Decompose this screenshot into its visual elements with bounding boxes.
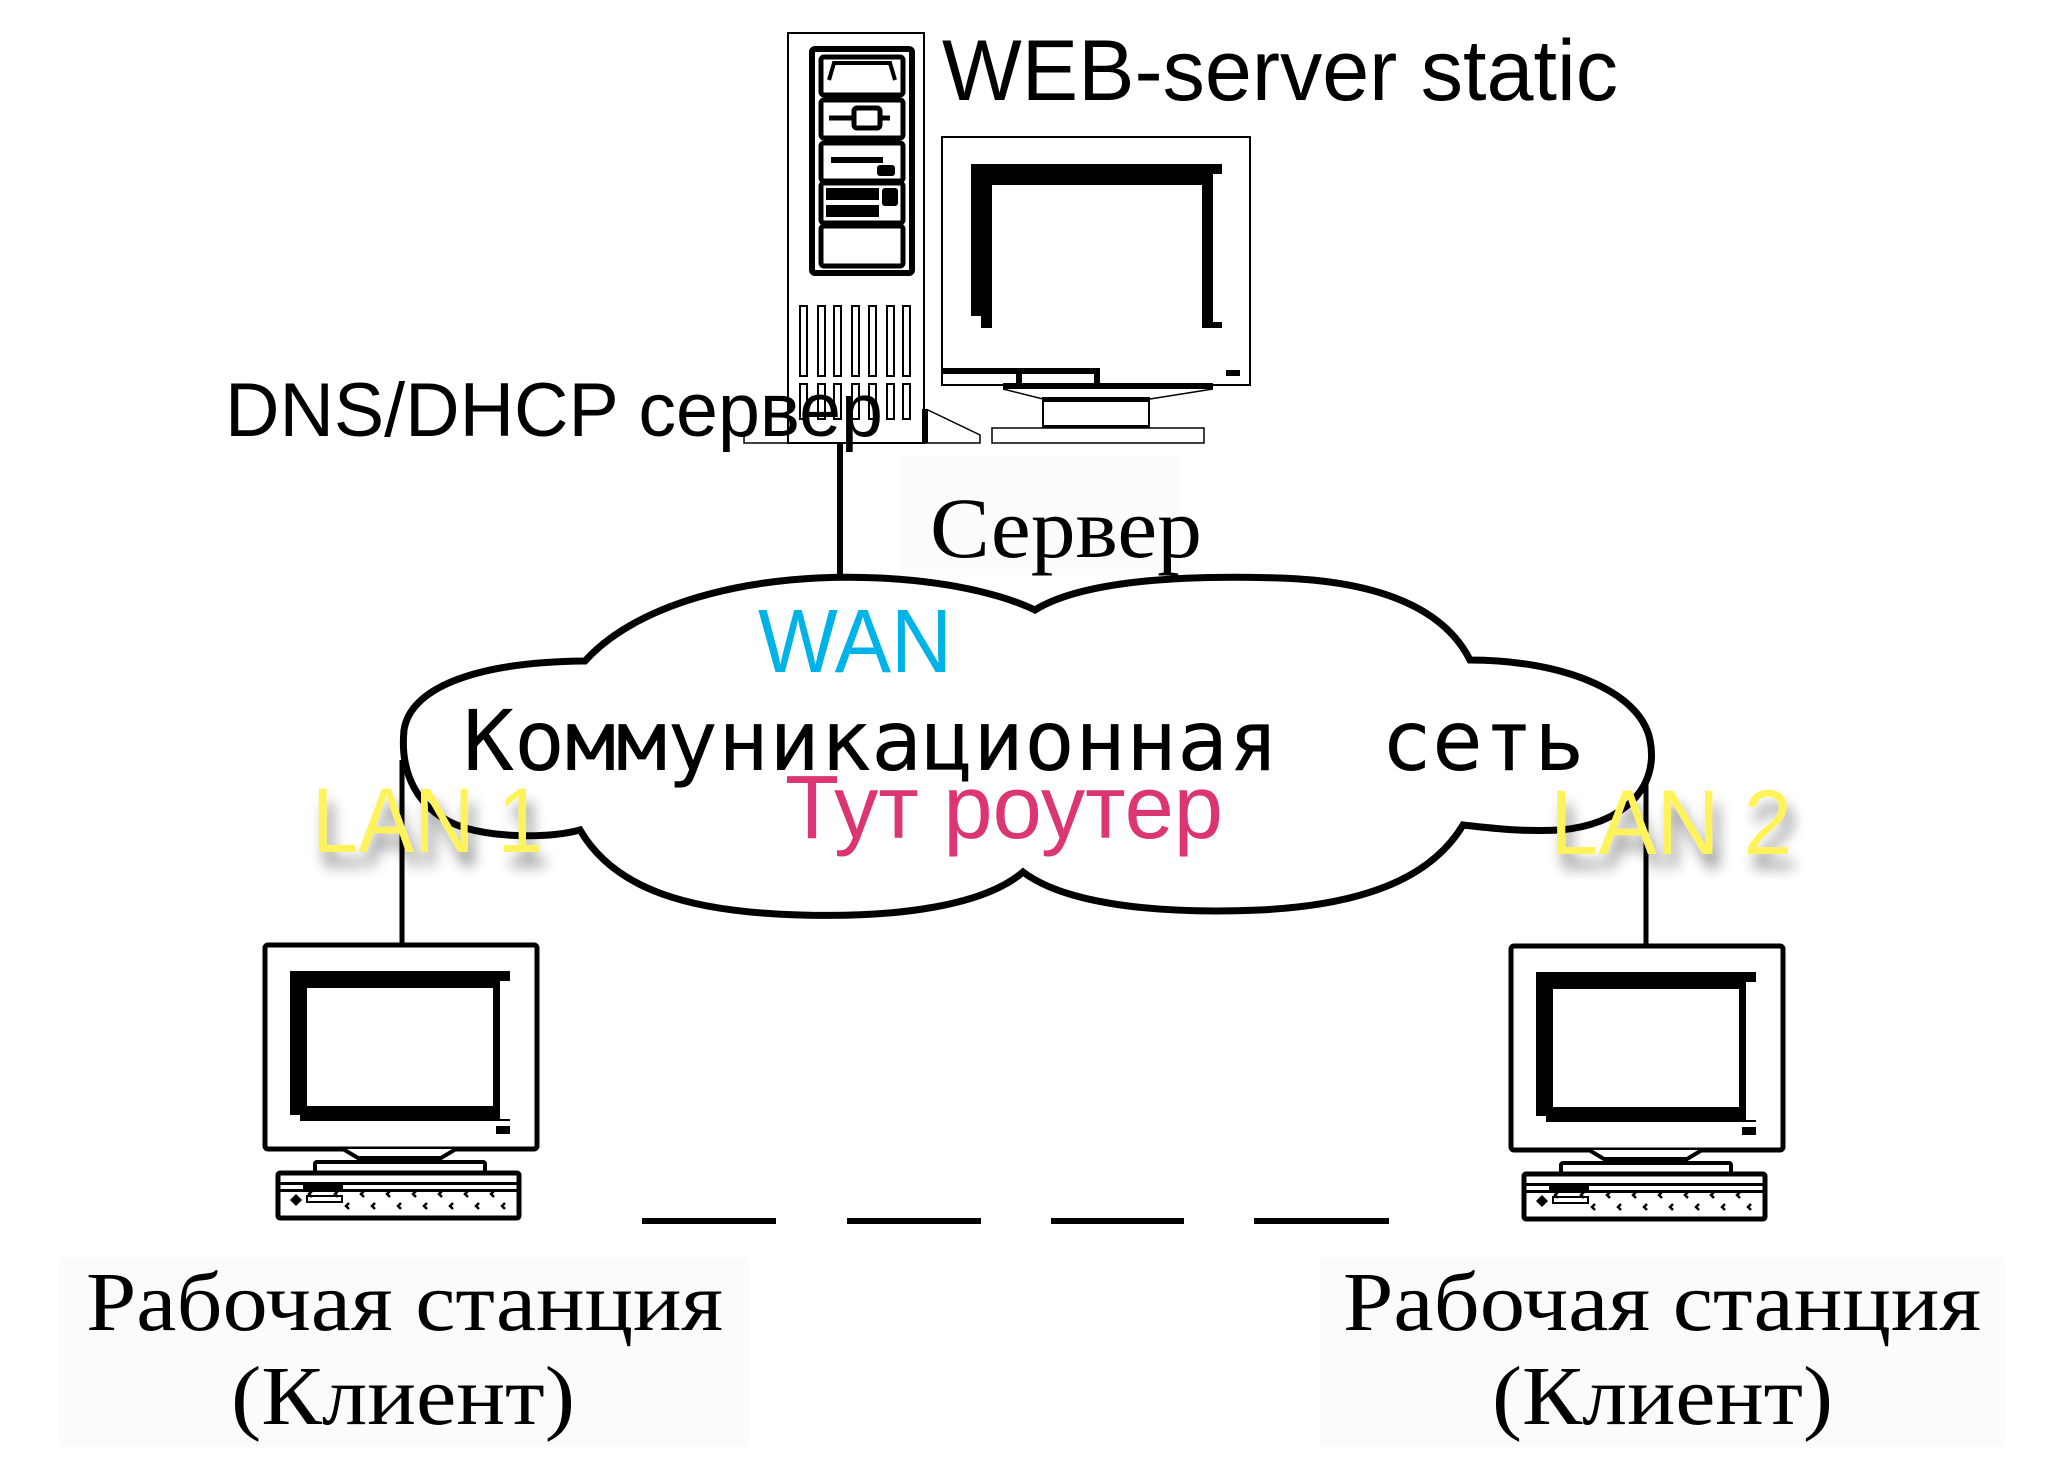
network-cloud-icon	[399, 573, 1655, 919]
network-name-label: Коммуникационная сеть	[463, 692, 1585, 790]
client-left-label-line1: Рабочая станция	[86, 1256, 723, 1349]
server-tower-icon	[743, 32, 981, 444]
client-right-label-line2: (Клиент)	[1492, 1350, 1833, 1443]
lan2-label: LAN 2	[1550, 772, 1792, 874]
client-label-background-right	[1319, 1258, 2005, 1446]
client-right-label-line1: Рабочая станция	[1343, 1256, 1981, 1349]
server-monitor-icon	[941, 136, 1251, 444]
wan-label: WAN	[758, 592, 952, 692]
client-left-label-line2: (Клиент)	[231, 1350, 575, 1443]
server-caption-background	[900, 455, 1180, 575]
workstation-right-icon	[1508, 943, 1786, 1222]
dns-dhcp-server-label: DNS/DHCP сервер	[225, 368, 883, 453]
router-note-label: Тут роутер	[785, 758, 1223, 858]
workstation-left-icon	[262, 942, 540, 1221]
web-server-label: WEB-server static	[942, 23, 1618, 119]
lan1-label: LAN 1	[312, 770, 544, 872]
client-label-background-left	[59, 1258, 749, 1446]
server-caption: Сервер	[930, 480, 1202, 576]
